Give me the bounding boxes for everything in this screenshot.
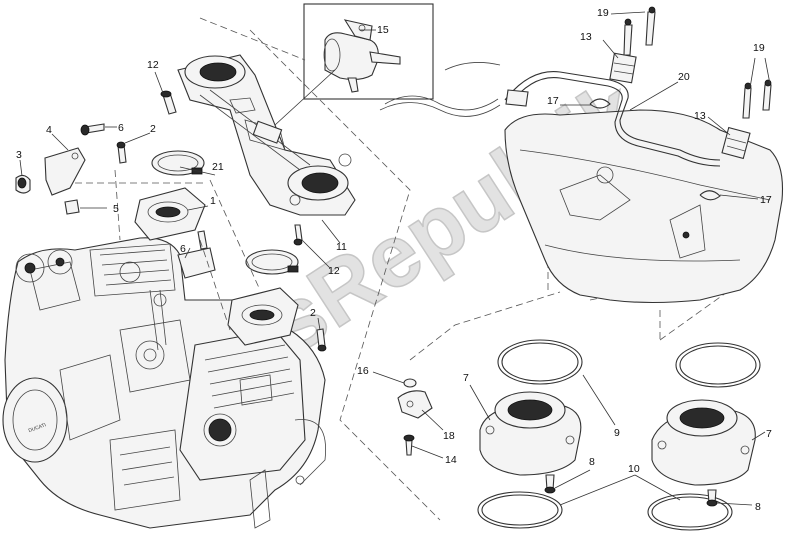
callout-19: 19 — [597, 7, 609, 19]
screw-part-12-lower — [293, 224, 303, 246]
callout-17: 17 — [760, 194, 772, 206]
callout-8: 8 — [755, 501, 761, 513]
callout-14: 14 — [445, 454, 457, 466]
injector-part-13-lower — [721, 126, 751, 160]
intake-manifold-upper — [134, 187, 206, 241]
screw-part-8-left — [544, 474, 556, 494]
callout-21: 21 — [212, 161, 224, 173]
callout-8: 8 — [589, 456, 595, 468]
callout-6: 6 — [180, 243, 186, 255]
callout-17: 17 — [547, 95, 559, 107]
callout-3: 3 — [16, 149, 22, 161]
callout-20: 20 — [678, 71, 690, 83]
engine-brand-label: DUCATI — [28, 422, 47, 434]
callout-10: 10 — [628, 463, 640, 475]
callout-labels: 1 2 2 3 4 5 6 6 7 7 8 8 9 10 11 12 12 13… — [16, 7, 772, 513]
screw-part-6-upper — [80, 123, 105, 136]
callout-7: 7 — [463, 372, 469, 384]
screw-part-8-right — [706, 489, 718, 507]
washer-part-16 — [403, 378, 417, 388]
callout-9: 9 — [614, 427, 620, 439]
callout-13: 13 — [580, 31, 592, 43]
callout-12: 12 — [328, 265, 340, 277]
connector-part-19-upper — [623, 6, 656, 56]
leader-lines — [19, 11, 771, 506]
throttle-body — [177, 54, 356, 216]
intake-manifold-lower — [227, 287, 299, 346]
fuel-tank — [504, 109, 784, 304]
screw-part-2-upper — [116, 141, 127, 164]
o-ring-part-10-right — [647, 493, 733, 531]
clip-part-17-upper — [589, 98, 611, 109]
sensor-part-3 — [15, 174, 31, 194]
callout-19: 19 — [753, 42, 765, 54]
bracket-part-4 — [44, 147, 86, 196]
clip-part-17-lower — [699, 190, 721, 201]
clamp-part-21-lower — [245, 249, 299, 275]
screw-part-2-lower — [316, 328, 327, 352]
fuel-hose-part-20 — [379, 62, 721, 167]
callout-7: 7 — [766, 428, 772, 440]
connector-part-19-lower — [742, 79, 772, 119]
detail-box-part-15 — [274, 3, 434, 126]
callout-5: 5 — [113, 203, 119, 215]
clamp-part-21-upper — [151, 150, 205, 176]
intake-flange-part-7-left — [479, 391, 582, 476]
screw-part-12-upper — [160, 90, 177, 115]
callout-11: 11 — [336, 241, 347, 253]
bracket-part-18 — [397, 390, 433, 419]
gasket-part-9-right — [675, 342, 761, 388]
bracket-part-6-lower — [177, 230, 216, 279]
hose-end-fitting — [505, 89, 529, 107]
callout-12: 12 — [147, 59, 159, 71]
screw-part-14 — [403, 434, 415, 456]
callout-13: 13 — [694, 110, 706, 122]
callout-2: 2 — [310, 307, 316, 319]
injector-part-13-upper — [609, 52, 637, 84]
callout-18: 18 — [443, 430, 455, 442]
callout-6: 6 — [118, 122, 124, 134]
callout-4: 4 — [46, 124, 52, 136]
callout-16: 16 — [357, 365, 369, 377]
callout-2: 2 — [150, 123, 156, 135]
gasket-part-9-left — [497, 339, 583, 385]
callout-1: 1 — [210, 195, 216, 207]
o-ring-part-10-left — [477, 491, 563, 529]
grommet-part-5 — [64, 199, 80, 215]
callout-15: 15 — [377, 24, 389, 36]
intake-flange-part-7-right — [651, 399, 756, 486]
